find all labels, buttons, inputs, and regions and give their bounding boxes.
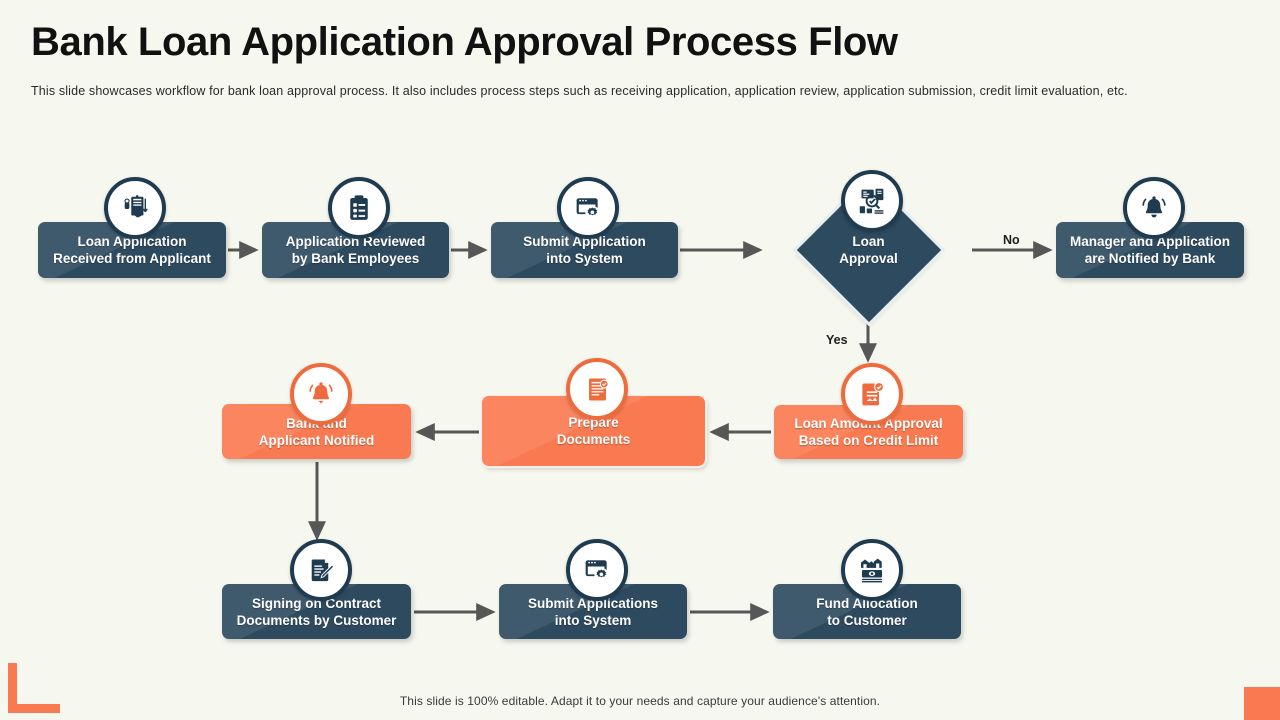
node-label: Submit Application into System (523, 234, 646, 266)
node-label: Submit Applications into System (527, 595, 658, 628)
node-label: Prepare Documents (556, 415, 631, 447)
node-label: Signing on Contract Documents by Custome… (236, 595, 397, 628)
node-label: Loan Approval (839, 234, 898, 266)
sign-document-icon (290, 539, 352, 601)
node-label: Fund Allocation to Customer (816, 595, 918, 628)
window-gear-icon (557, 177, 619, 239)
footer-note: This slide is 100% editable. Adapt it to… (399, 694, 881, 708)
edge-label-no: No (1003, 233, 1020, 247)
clipboard-checklist-icon (328, 177, 390, 239)
page-subtitle: This slide showcases workflow for bank l… (31, 84, 1128, 98)
bell-icon (1123, 177, 1185, 239)
document-lines-icon (566, 358, 628, 420)
corner-block-decoration (1244, 687, 1280, 720)
corner-bracket-decoration (8, 663, 60, 713)
loan-document-icon (104, 177, 166, 239)
approved-document-icon (841, 363, 903, 425)
window-gear-icon (566, 539, 628, 601)
money-allocation-icon (841, 539, 903, 601)
edge-label-yes: Yes (826, 333, 848, 347)
page-title: Bank Loan Application Approval Process F… (31, 20, 898, 64)
decision-diamond[interactable]: Loan Approval (766, 177, 971, 323)
loan-review-icon (841, 170, 903, 232)
bell-icon (290, 363, 352, 425)
node-label: Application Reviewed by Bank Employees (285, 234, 426, 266)
